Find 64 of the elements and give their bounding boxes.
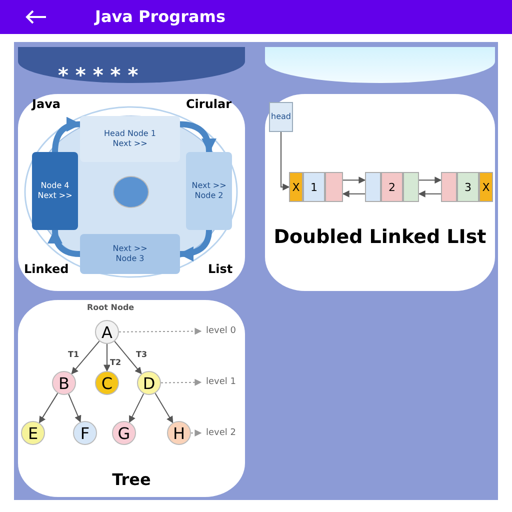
leader-arrow (160, 378, 202, 386)
list-node-segment (32, 152, 78, 230)
arrow (52, 117, 82, 152)
leader-arrow (190, 430, 202, 436)
list-node-segment (80, 234, 180, 274)
arrow (418, 176, 442, 184)
image-card (18, 300, 245, 497)
card-title: Tree (111, 470, 152, 489)
rating-stars: * * * * * (58, 63, 138, 87)
null-marker: X (289, 172, 303, 202)
null-marker: X (479, 172, 493, 202)
edge-label: T2 (110, 358, 122, 367)
image-card (18, 94, 245, 291)
list-node-segment (186, 152, 232, 230)
head-pointer-box (269, 102, 293, 132)
node-label: Next >> (192, 181, 226, 191)
tree-node-circle: C (95, 371, 119, 395)
list-node-segment (80, 116, 180, 162)
arrow (128, 393, 144, 423)
node-label: Next >> (112, 244, 148, 254)
node-caption: Root Node (87, 303, 134, 312)
node-label: Head Node 1 (104, 129, 156, 139)
card-title: Cirular (186, 97, 232, 111)
node-label: Node 3 (116, 254, 144, 264)
level-label: level 1 (201, 375, 241, 389)
list-value: 2 (381, 172, 403, 202)
card-title: List (208, 262, 233, 276)
tree-node-circle: B (52, 371, 76, 395)
tree-node-circle: A (95, 320, 119, 344)
leader-arrow (118, 328, 202, 335)
edge-label: T3 (136, 350, 148, 359)
arrow (48, 228, 80, 257)
arrow (178, 230, 212, 261)
arrow (180, 121, 216, 154)
edge-label: T1 (68, 350, 80, 359)
arrow (418, 190, 442, 198)
tree-node-circle: E (21, 421, 45, 445)
card-title: Doubled Linked LIst (272, 226, 488, 248)
node-label: Next >> (112, 139, 148, 149)
node-label: head (271, 112, 291, 122)
arrow (280, 132, 290, 190)
level-label: level 2 (201, 426, 241, 440)
image-card (265, 94, 495, 291)
arrow (104, 344, 110, 372)
arrow (71, 340, 100, 374)
node-label: Next >> (38, 191, 72, 201)
tree-node-circle: D (137, 371, 161, 395)
tree-node-circle: F (73, 421, 97, 445)
tree-node-circle: G (112, 421, 136, 445)
node-label: Node 2 (194, 191, 224, 201)
card-title: Linked (24, 262, 69, 276)
arrow (342, 190, 366, 198)
arrow (154, 392, 174, 424)
list-value: 1 (303, 172, 325, 202)
page-title: Java Programs (95, 7, 226, 26)
node-label: Node 4 (40, 181, 70, 191)
level-label: level 0 (201, 324, 241, 338)
card-title: Java (32, 97, 60, 111)
arrow (38, 392, 58, 424)
arrow (342, 176, 366, 184)
tree-node-circle: H (167, 421, 191, 445)
list-value: 3 (457, 172, 479, 202)
arrow (68, 394, 82, 423)
arrow (114, 340, 142, 374)
